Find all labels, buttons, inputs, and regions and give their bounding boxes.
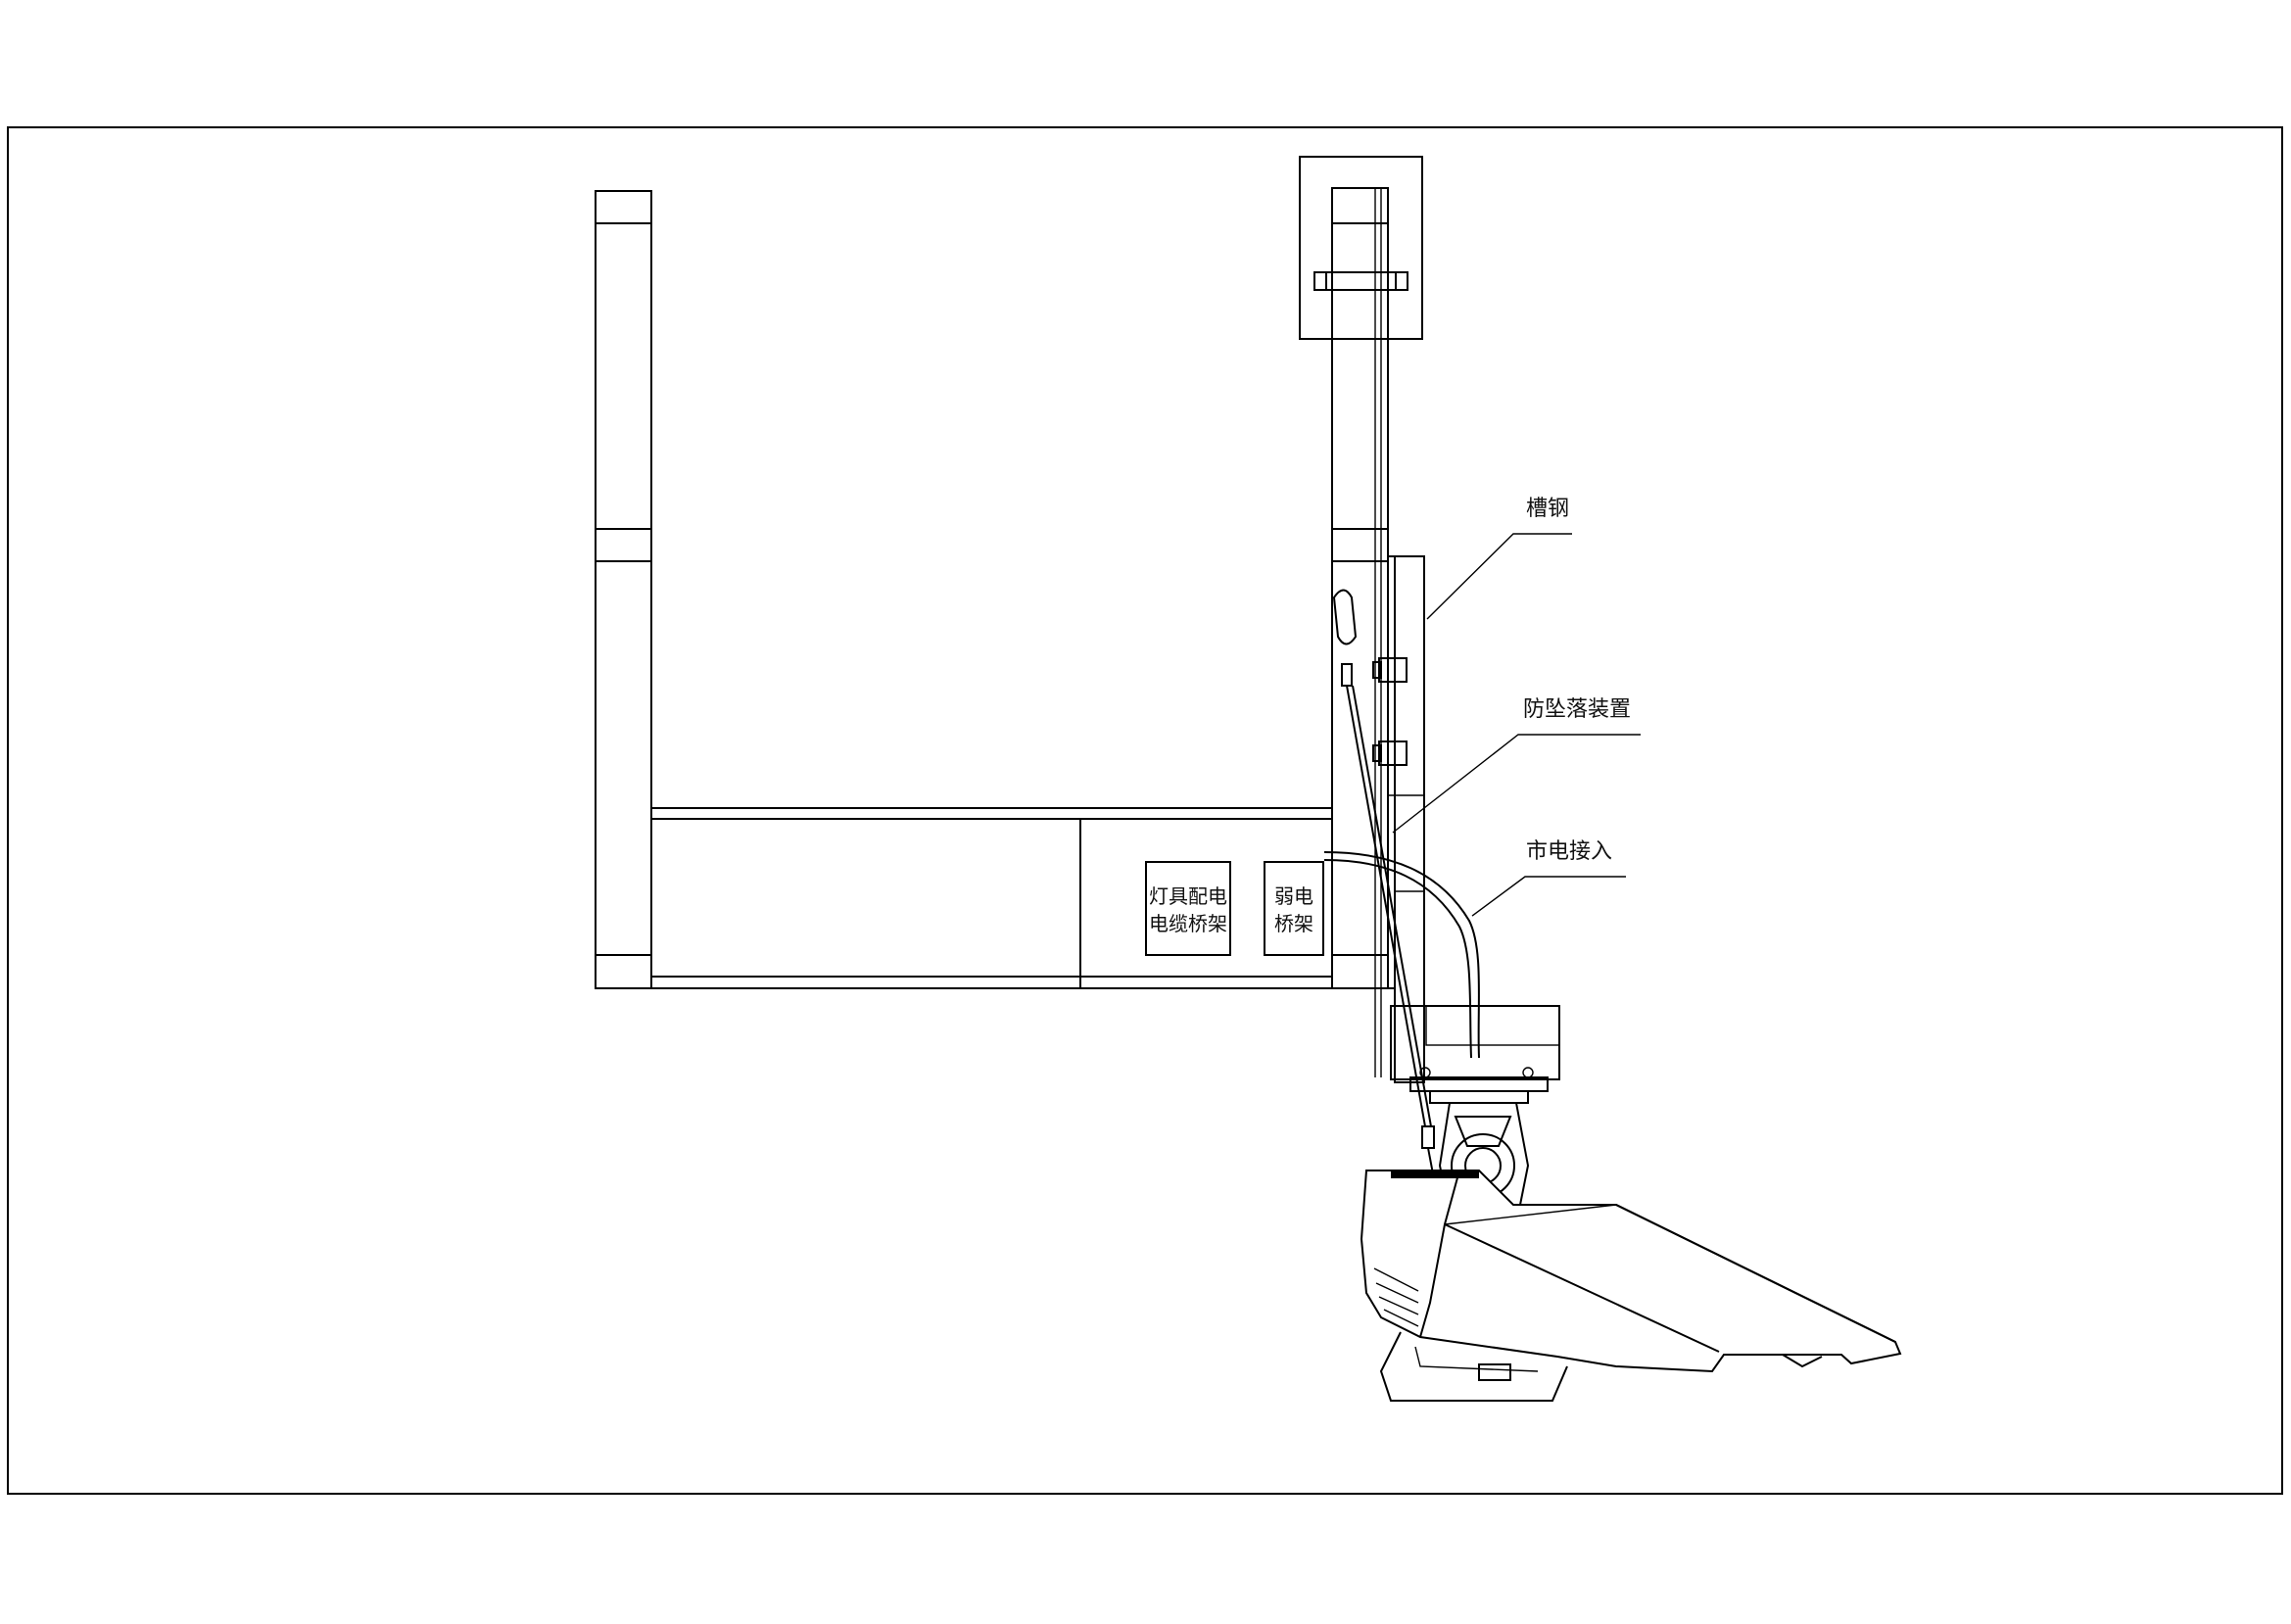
right-column [1331,187,1389,989]
top-mounting-plate [1299,156,1423,1077]
leader-mains-power: 市电接入 [1471,839,1626,917]
label-mains-power: 市电接入 [1526,839,1612,864]
lighting-cable-tray: 灯具配电 电缆桥架 [1145,861,1231,956]
label-fall-arrest: 防坠落装置 [1523,697,1631,722]
mains-power-cable [1323,851,1480,1059]
weak-tray-label-2: 桥架 [1274,912,1313,935]
fixture-mount-box [1390,1005,1560,1104]
left-column [595,190,652,989]
weak-current-tray: 弱电 桥架 [1264,861,1324,956]
label-channel-steel: 槽钢 [1526,497,1569,521]
bottom-frame [651,807,1389,989]
lighting-tray-label-1: 灯具配电 [1149,884,1227,908]
lighting-tray-label-2: 电缆桥架 [1149,912,1227,935]
drawing-frame [7,126,2283,1495]
moving-head-fixture [1360,1170,1902,1402]
leader-fall-arrest: 防坠落装置 [1392,697,1641,834]
leader-channel-steel: 槽钢 [1426,497,1572,620]
weak-tray-label-1: 弱电 [1274,884,1313,908]
